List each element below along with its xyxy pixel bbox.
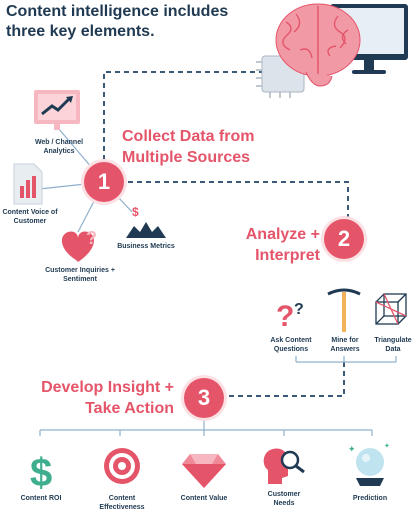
crystal-ball-icon: ✦ ✦ [348,442,390,486]
svg-text:$: $ [132,205,139,219]
svg-text:?: ? [86,228,97,248]
source-web-analytics-label: Web / Channel Analytics [34,139,84,155]
step-1-title-line1: Collect Data from [122,128,255,145]
step-3-title-line2: Take Action [85,400,174,417]
step-1-badge: 1 [84,162,124,202]
outcome-content-value-label: Content Value [180,495,228,502]
step-2-badge: 2 [324,219,364,259]
step-3-title: Develop Insight + Take Action [30,377,174,419]
svg-text:✦: ✦ [348,444,356,454]
source-voc-label: Content Voice of Customer [2,209,58,225]
step-2-title-line2: Interpret [255,247,320,264]
method-mine-answers-label: Mine for Answers [330,337,360,353]
source-customer-inquiries-label: Customer Inquiries + Sentiment [45,267,115,283]
step-3-badge: 3 [184,378,224,418]
dollar-icon: $ [30,451,52,495]
step-1-title: Collect Data from Multiple Sources [122,126,254,168]
page-title: Content intelligence includes three key … [6,3,229,40]
outcome-customer-needs-label: Customer Needs [267,491,301,507]
gem-icon [182,454,226,488]
step-3-title-line1: Develop Insight + [41,379,174,396]
svg-text:?: ? [276,300,294,333]
step-2-title: Analyze + Interpret [238,224,320,266]
outcome-content-effectiveness-label: Content Effectiveness [99,495,145,511]
step-1-title-line2: Multiple Sources [122,149,251,166]
target-icon [104,448,140,484]
head-magnifier-icon [263,448,305,484]
outcome-content-roi-label: Content ROI [20,495,62,502]
outcome-prediction-label: Prediction [352,495,388,502]
method-ask-questions-label: Ask Content Questions [270,337,312,353]
step-2-title-line1: Analyze + [245,226,320,243]
svg-text:?: ? [294,301,304,318]
svg-text:✦: ✦ [384,442,390,450]
method-triangulate-label: Triangulate Data [374,337,412,353]
source-business-metrics-label: Business Metrics [117,243,175,250]
